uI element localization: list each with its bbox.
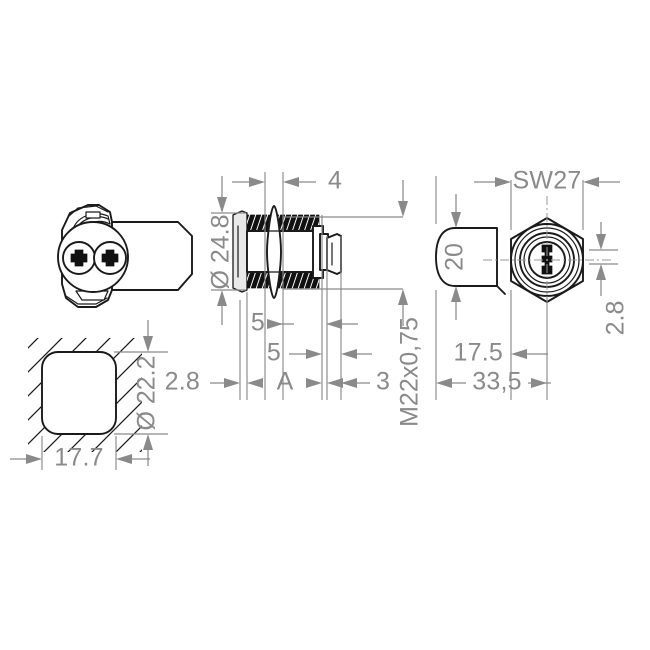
- rear-view-base-highlight-lower: [65, 295, 108, 305]
- front-view-ring-2: [514, 227, 580, 293]
- dim-cam-thickness-side: 3: [376, 368, 390, 396]
- dim-hex-across-flats: SW27: [513, 167, 582, 195]
- side-view-flange: [232, 210, 248, 293]
- dim-length-a: A: [277, 368, 294, 396]
- side-view-cam-plate: [326, 233, 342, 275]
- dim-flange-diameter: Ø 24.8: [207, 214, 235, 289]
- dim-five-upper: 5: [251, 309, 265, 337]
- dim-cam-height: 20: [441, 243, 469, 271]
- panel-cutout-hole: [41, 351, 117, 435]
- panel-cutout-dimensions: Ø 22.2 17.7: [10, 320, 168, 472]
- dim-cam-thickness-front: 2.8: [602, 301, 630, 336]
- dim-panel-thickness: 2.8: [165, 368, 200, 396]
- rear-view: [57, 204, 193, 308]
- rear-view-screw-left: [62, 241, 96, 275]
- dim-hole-width: 17.7: [54, 444, 103, 472]
- front-view-cam-arm-joint: [496, 285, 506, 295]
- dim-hole-diameter: Ø 22.2: [133, 355, 161, 430]
- front-view-cam-arm: [435, 227, 498, 287]
- dim-cam-length: 17.5: [454, 339, 503, 367]
- front-view: [435, 196, 611, 324]
- rear-view-base-highlight: [68, 205, 109, 217]
- rear-view-screw-right: [93, 241, 127, 275]
- dim-collar-width: 4: [328, 167, 342, 195]
- dim-thread-spec: M22x0,75: [396, 317, 424, 427]
- dim-overall-length: 33,5: [472, 368, 521, 396]
- dim-five-lower: 5: [267, 339, 281, 367]
- rear-view-retainer-tab: [85, 211, 101, 219]
- side-view-nut-profile: [266, 205, 282, 299]
- side-view-dimensions: Ø 24.8 4 M22x0,75 5 5 2.8 A: [165, 167, 424, 427]
- front-view-dimensions: SW27 20 2.8 17.5 33,5: [435, 167, 630, 400]
